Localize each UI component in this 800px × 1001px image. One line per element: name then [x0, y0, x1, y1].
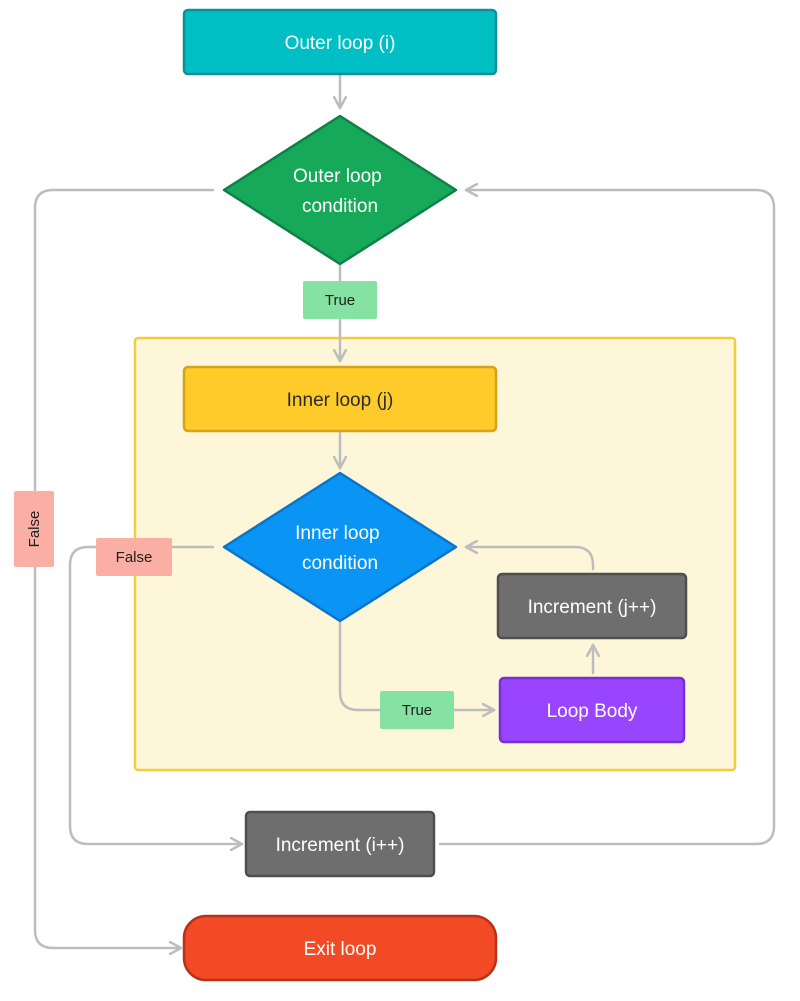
loop-body-node: Loop Body: [498, 676, 686, 744]
inner-condition-label-line2: condition: [302, 553, 378, 574]
increment-i-node: Increment (i++): [244, 810, 436, 878]
loop-body-label: Loop Body: [547, 701, 638, 722]
edge-inner-false-to-increment-i: [68, 545, 244, 844]
outer-false-label: False: [26, 511, 43, 548]
increment-i-label: Increment (i++): [276, 835, 405, 856]
inner-loop-label: Inner loop (j): [287, 390, 394, 411]
inner-false-badge: False: [96, 538, 172, 576]
edge-inner-true-to-body: [338, 621, 496, 710]
outer-condition-node: Outer loop condition: [222, 114, 458, 266]
svg-text:Outer loop condition: Outer loop condition: [293, 166, 387, 217]
outer-loop-node: Outer loop (i): [182, 8, 498, 76]
edge-outer-false-to-exit: [33, 188, 215, 948]
inner-condition-node: Inner loop condition: [222, 471, 458, 623]
outer-condition-label-line2: condition: [302, 196, 378, 217]
outer-false-badge: False: [14, 491, 54, 567]
increment-j-node: Increment (j++): [496, 572, 688, 640]
inner-true-badge: True: [380, 691, 454, 729]
outer-loop-label: Outer loop (i): [285, 33, 396, 54]
edge-increment-i-to-outer-condition: [438, 190, 776, 846]
edge-increment-j-to-inner-condition: [464, 547, 595, 571]
outer-condition-label-line1: Outer loop: [293, 166, 382, 187]
inner-false-label: False: [116, 549, 153, 566]
inner-true-label: True: [402, 702, 432, 719]
inner-loop-node: Inner loop (j): [182, 365, 498, 433]
outer-true-label: True: [325, 292, 355, 309]
increment-j-label: Increment (j++): [528, 597, 657, 618]
outer-true-badge: True: [303, 281, 377, 319]
exit-loop-node: Exit loop: [182, 914, 498, 982]
inner-condition-label-line1: Inner loop: [295, 523, 380, 544]
svg-text:Inner loop condition: Inner loop condition: [295, 523, 385, 574]
exit-loop-label: Exit loop: [304, 939, 377, 960]
